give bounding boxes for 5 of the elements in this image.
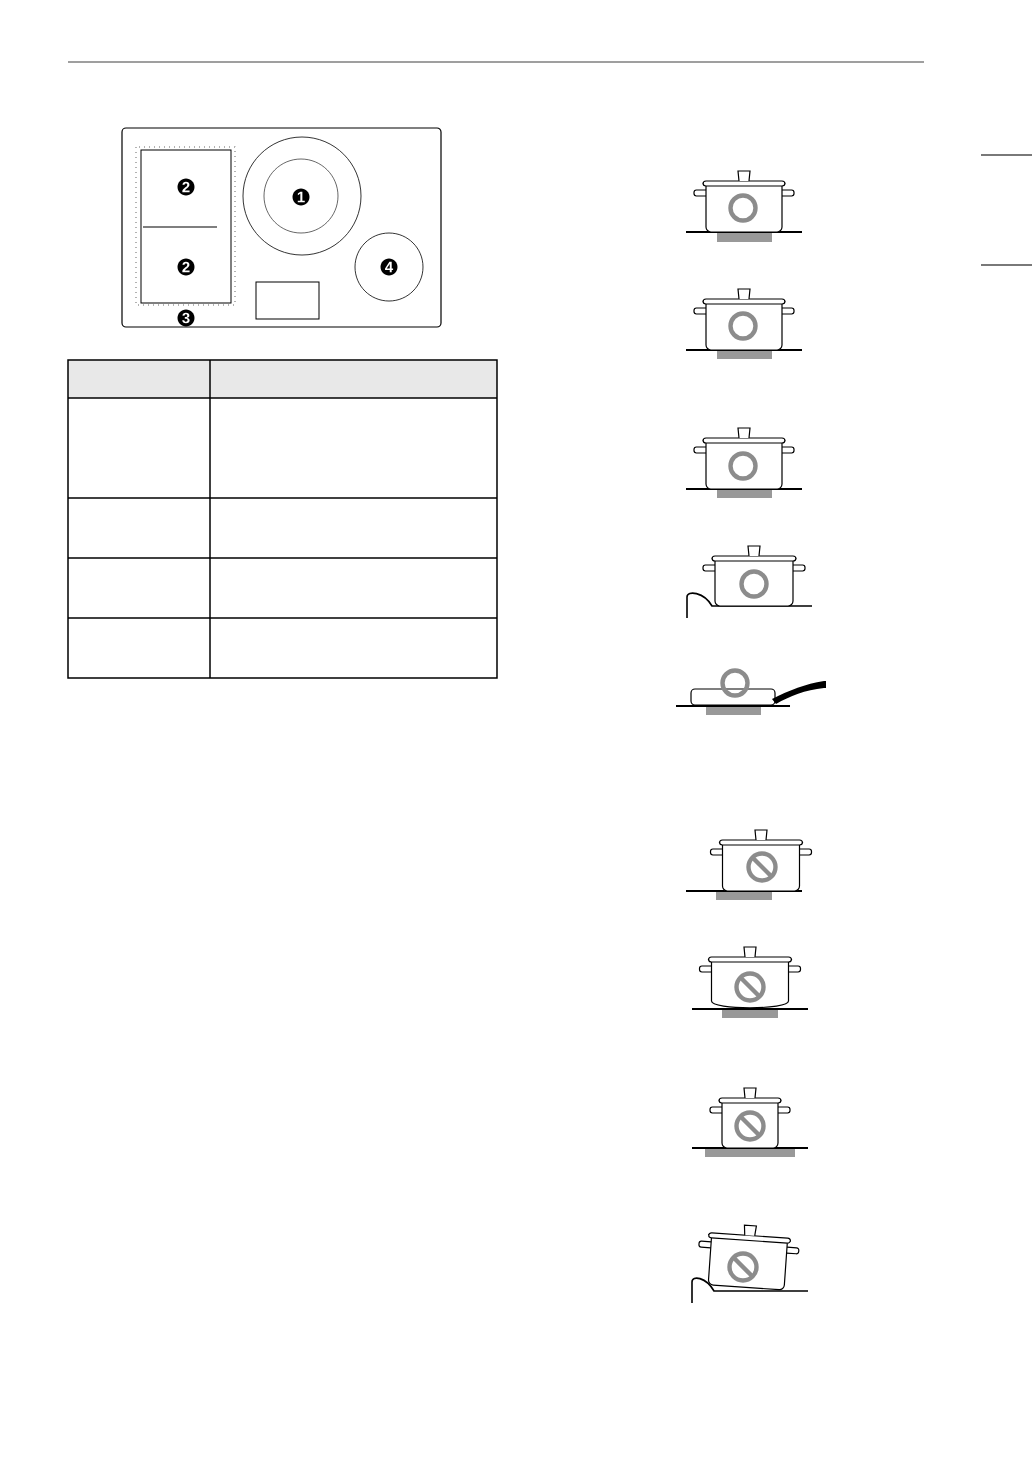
callout-number: 2 <box>177 258 195 276</box>
callout-number: 2 <box>177 178 195 196</box>
callout-number: 4 <box>380 258 398 276</box>
callout-number: 1 <box>292 188 310 206</box>
callout-number: 3 <box>177 309 195 327</box>
